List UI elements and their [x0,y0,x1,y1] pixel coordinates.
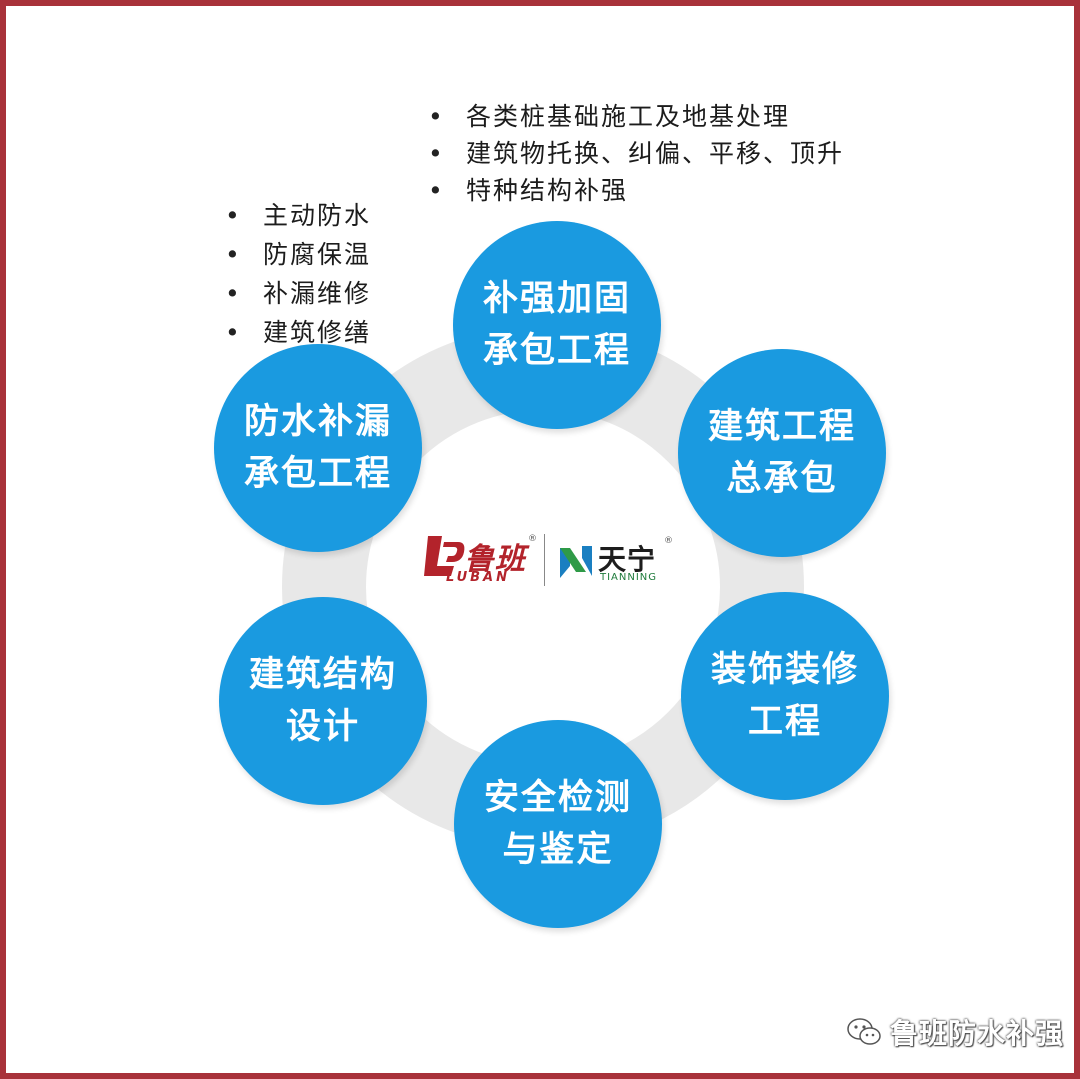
reinforcement-details-list: 各类桩基础施工及地基处理 建筑物托换、纠偏、平移、顶升 特种结构补强 [428,98,844,209]
list-item: 主动防水 [225,196,371,235]
list-item: 各类桩基础施工及地基处理 [428,98,844,135]
service-label-line2: 承包工程 [482,331,631,371]
service-circle-reinforcement: 补强加固 承包工程 [453,221,661,429]
service-label-line1: 建筑工程 [707,407,856,447]
service-label-line2: 与鉴定 [502,830,614,870]
service-label-line1: 补强加固 [482,279,631,319]
service-label-line2: 工程 [747,702,822,742]
list-item: 建筑物托换、纠偏、平移、顶升 [428,135,844,172]
wechat-icon [847,1018,881,1045]
luban-logo-text: 鲁班 [464,542,526,577]
wechat-watermark: 鲁班防水补强 [846,1012,1064,1052]
registered-mark: ® [528,534,537,544]
registered-mark: ® [664,536,673,546]
service-label-line1: 安全检测 [483,778,632,818]
tianning-logo-mark [560,546,592,578]
service-label-line2: 设计 [285,707,360,747]
center-logo: 鲁班 ® LUBAN 天宁 ® TIANNING [420,532,673,592]
waterproof-details-list: 主动防水 防腐保温 补漏维修 建筑修缮 [225,196,371,352]
watermark-text: 鲁班防水补强 [890,1017,1065,1050]
service-circle-decoration: 装饰装修 工程 [681,592,889,800]
list-item: 特种结构补强 [428,172,844,209]
service-label-line1: 装饰装修 [710,650,859,690]
service-label-line2: 承包工程 [243,454,392,494]
tianning-logo-english: TIANNING [600,572,658,583]
service-circle-structural-design: 建筑结构 设计 [219,597,427,805]
service-circle-safety-inspection: 安全检测 与鉴定 [454,720,662,928]
luban-logo-mark [424,536,465,576]
list-item: 建筑修缮 [225,313,371,352]
luban-logo-english: LUBAN [446,570,510,585]
service-label-line2: 总承包 [726,459,838,499]
service-circle-general-contracting: 建筑工程 总承包 [678,349,886,557]
tianning-logo-text: 天宁 [598,543,657,576]
list-item: 防腐保温 [225,235,371,274]
service-label-line1: 防水补漏 [243,402,392,442]
service-label-line1: 建筑结构 [248,655,397,695]
logo-divider [544,534,545,586]
service-circle-waterproofing: 防水补漏 承包工程 [214,344,422,552]
list-item: 补漏维修 [225,274,371,313]
